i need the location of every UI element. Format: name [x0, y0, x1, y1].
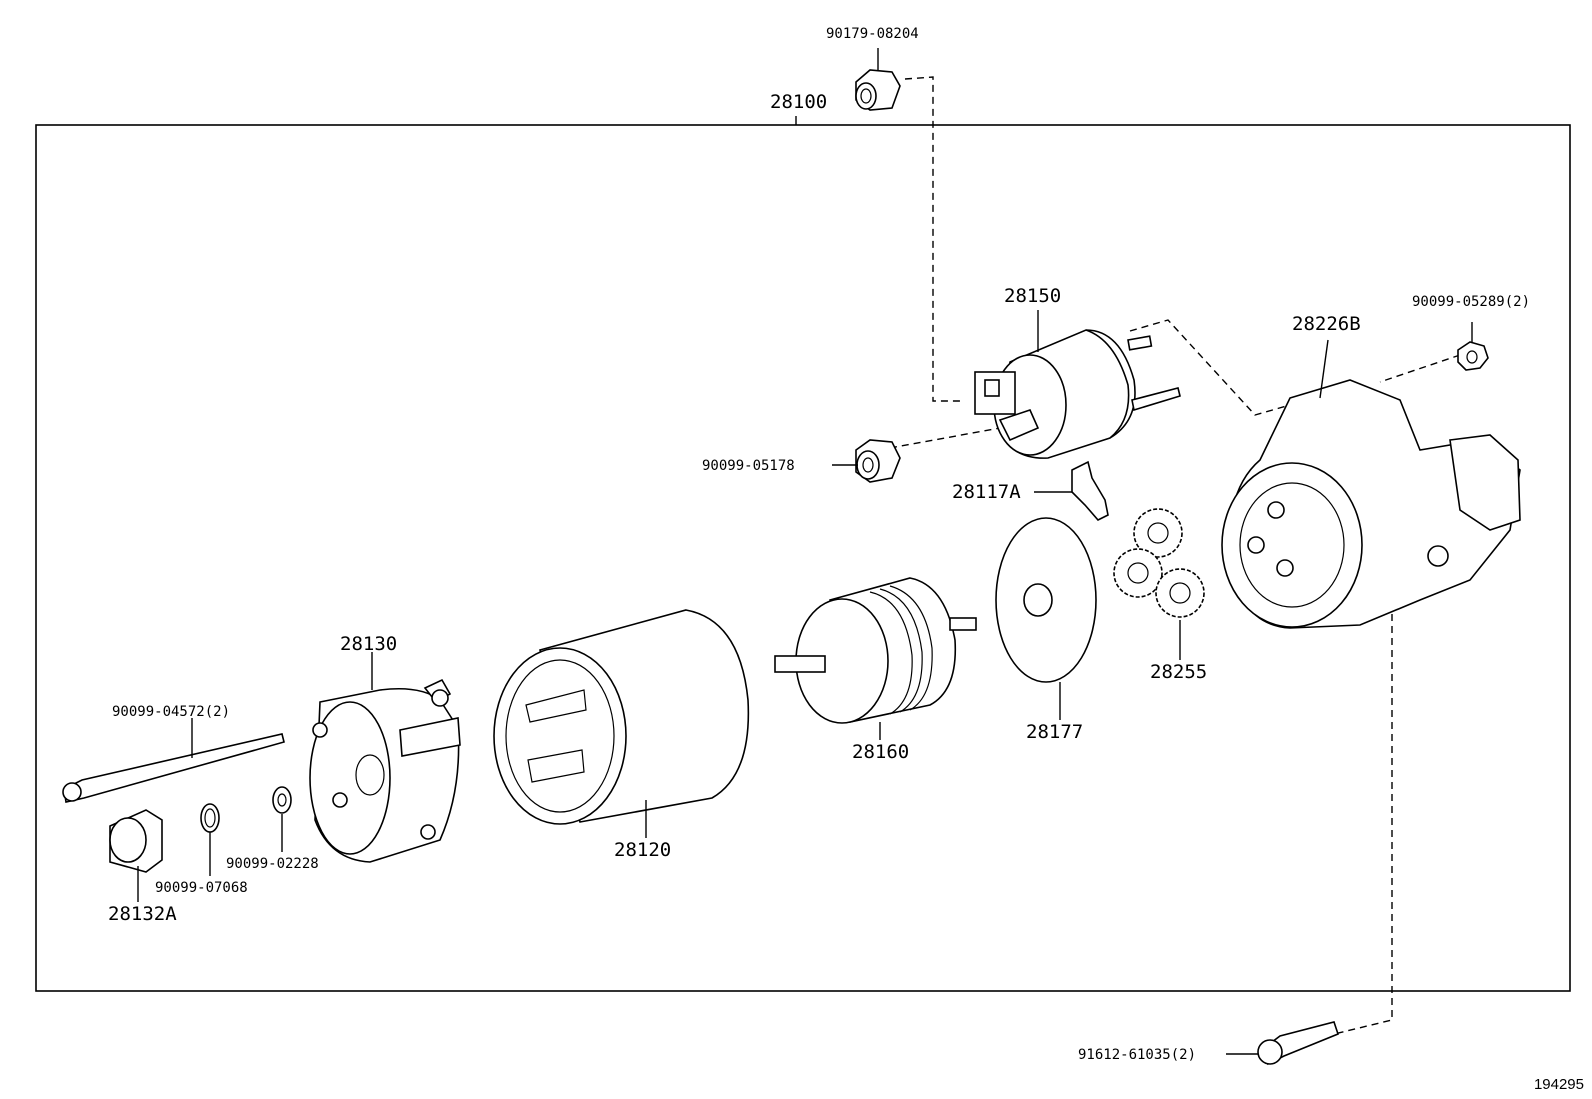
part-28177-plate[interactable] [995, 517, 1097, 720]
dashed-leaders [889, 76, 1461, 1036]
part-90099-05289-nut[interactable] [1457, 322, 1489, 371]
label-28120: 28120 [614, 839, 671, 861]
part-90099-04572-through-bolt[interactable] [62, 718, 285, 803]
label-90099-04572: 90099-04572(2) [112, 704, 230, 720]
label-90099-07068: 90099-07068 [155, 880, 248, 896]
label-91612-61035: 91612-61035(2) [1078, 1047, 1196, 1063]
label-90099-05289: 90099-05289(2) [1412, 294, 1530, 310]
part-28120-yoke[interactable] [493, 609, 750, 838]
part-28117A-lever[interactable] [1034, 460, 1109, 521]
label-28117A: 28117A [952, 481, 1021, 503]
label-28150: 28150 [1004, 285, 1061, 307]
label-90099-05178: 90099-05178 [702, 458, 795, 474]
part-28160-armature[interactable] [774, 577, 977, 740]
part-91612-61035-bolt[interactable] [1226, 1021, 1339, 1066]
part-28255-planetary-gears[interactable] [1113, 508, 1205, 660]
part-28132A-cap[interactable] [109, 809, 163, 902]
part-28130-end-frame[interactable] [309, 652, 461, 863]
part-90179-08204-nut[interactable] [855, 48, 901, 111]
label-90099-02228: 90099-02228 [226, 856, 319, 872]
assembly-frame-28100 [35, 124, 1571, 992]
label-28255: 28255 [1150, 661, 1207, 683]
diagram-id: 194295 [1533, 1076, 1584, 1093]
label-28130: 28130 [340, 633, 397, 655]
label-28132A: 28132A [108, 903, 177, 925]
label-28226B: 28226B [1292, 313, 1361, 335]
part-90099-02228-washer[interactable] [272, 786, 292, 852]
label-28160: 28160 [852, 741, 909, 763]
part-90099-05178-nut[interactable] [832, 439, 901, 483]
part-28150-solenoid[interactable] [974, 310, 1181, 459]
label-90179-08204: 90179-08204 [826, 26, 919, 42]
label-28177: 28177 [1026, 721, 1083, 743]
label-28100: 28100 [770, 91, 827, 113]
part-90099-07068-ring[interactable] [200, 803, 220, 876]
part-28226B-drive-housing[interactable] [1221, 339, 1521, 629]
